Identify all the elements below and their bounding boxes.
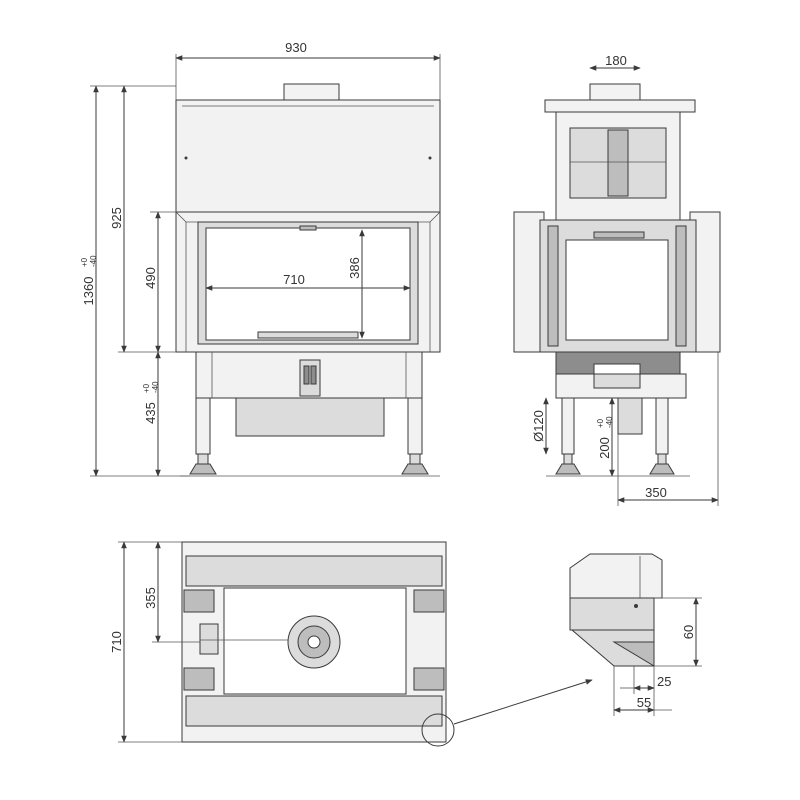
dim-glass-height: 386	[347, 257, 362, 279]
dim-air-inlet-diameter: Ø120	[531, 410, 546, 442]
dim-door-height: 490	[143, 267, 158, 289]
dim-detail-width-small: 25	[657, 674, 671, 689]
dim-detail-width-large: 55	[637, 695, 651, 710]
dim-air-inlet-tol-minus: -40	[605, 416, 614, 428]
dim-legs-height: 435	[143, 402, 158, 424]
detail-view: 60 25 55	[569, 553, 702, 716]
dim-front-total-tol-plus: +0	[80, 257, 89, 267]
dim-air-inlet-tol-plus: +0	[596, 418, 605, 428]
dim-front-total-height: 1360	[81, 277, 96, 306]
dim-front-width: 930	[285, 40, 307, 55]
dim-side-depth: 350	[645, 485, 667, 500]
dim-plan-half-depth: 355	[143, 587, 158, 609]
front-view: 930 1360 +0 -40 925 490 435 +0 -40	[80, 40, 441, 477]
dim-legs-tol-minus: -40	[151, 381, 160, 393]
side-view: 180 Ø120 200 +0 -40 350	[513, 53, 721, 506]
dim-legs-tol-plus: +0	[142, 383, 151, 393]
dim-front-total-tol-minus: -40	[89, 255, 98, 267]
dim-front-height-upper: 925	[109, 207, 124, 229]
plan-view: 710 355	[109, 541, 593, 747]
dim-air-inlet-height: 200	[597, 437, 612, 459]
dim-glass-width: 710	[283, 272, 305, 287]
dim-detail-height: 60	[681, 625, 696, 639]
dim-flue-diameter: 180	[605, 53, 627, 68]
dim-plan-depth: 710	[109, 631, 124, 653]
